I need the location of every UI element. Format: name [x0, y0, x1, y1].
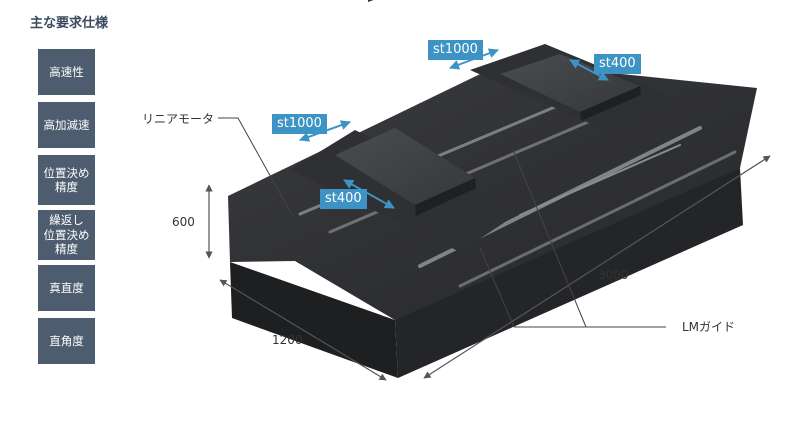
stroke-tag-upper-short: st400 — [594, 54, 641, 74]
spec-title: 主な要求仕様 — [30, 16, 109, 31]
spec-label: 直角度 — [49, 333, 84, 348]
callout-lm-guide: LMガイド — [682, 320, 736, 334]
callout-linear-motor: リニアモータ — [142, 112, 215, 126]
leader-lines — [218, 117, 666, 328]
stroke-tag-upper-long: st1000 — [428, 40, 483, 60]
dimension-length: 3000 — [598, 268, 629, 282]
spec-label: 位置決め 精度 — [43, 165, 90, 194]
upper-stage — [470, 44, 690, 136]
spec-button-squareness[interactable]: 直角度 — [38, 318, 95, 364]
stroke-tag-lower-short: st400 — [320, 189, 367, 209]
spec-button-acceleration[interactable]: 高加減速 — [38, 102, 95, 148]
spec-button-repeatability[interactable]: 繰返し 位置決め 精度 — [38, 210, 95, 260]
spec-button-positioning-accuracy[interactable]: 位置決め 精度 — [38, 155, 95, 205]
dimension-height: 600 — [172, 215, 195, 229]
spec-label: 高速性 — [49, 64, 84, 79]
dimension-lines — [205, 155, 771, 381]
spec-button-speed[interactable]: 高速性 — [38, 49, 95, 95]
stroke-tag-lower-long: st1000 — [272, 114, 327, 134]
dimension-width: 1200 — [272, 333, 303, 347]
spec-label: 高加減速 — [43, 117, 90, 132]
spec-label: 真直度 — [49, 280, 84, 295]
spec-label: 繰返し 位置決め 精度 — [43, 213, 90, 257]
spec-button-straightness[interactable]: 真直度 — [38, 265, 95, 311]
